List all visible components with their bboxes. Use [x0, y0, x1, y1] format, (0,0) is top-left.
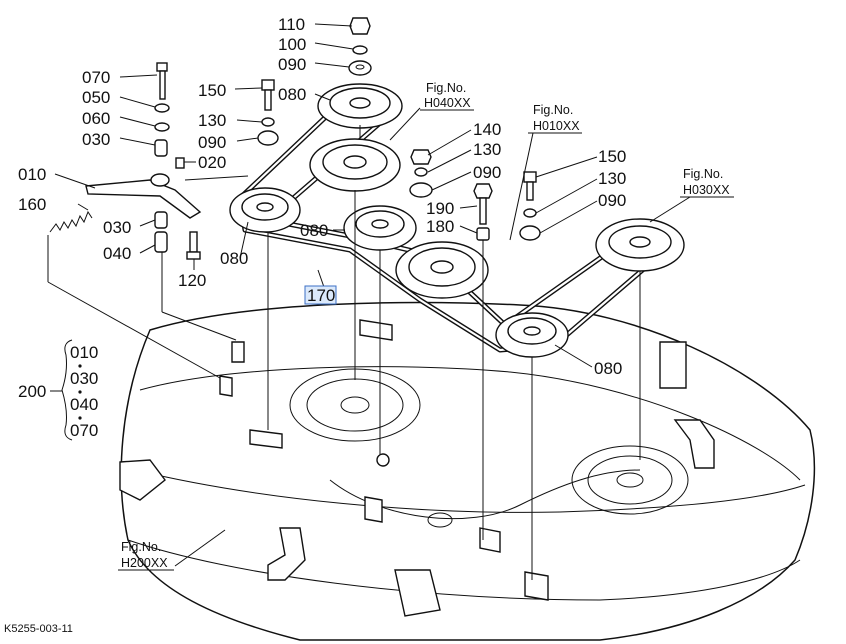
- pulley-h040: [309, 138, 401, 192]
- label-040-mid: 040: [103, 244, 131, 263]
- pulley-top-080: [317, 83, 403, 129]
- figure-references: Fig.No. H040XX Fig.No. H010XX Fig.No. H0…: [118, 81, 734, 571]
- fig-h030-caption: Fig.No.: [683, 167, 723, 181]
- kit-dot-3: [78, 416, 82, 420]
- pulley-right-080: [495, 312, 569, 358]
- fig-h040-code[interactable]: H040XX: [424, 96, 471, 110]
- label-130-mid: 130: [473, 140, 501, 159]
- label-190: 190: [426, 199, 454, 218]
- fig-h030-code[interactable]: H030XX: [683, 183, 730, 197]
- drawing-code: K5255-003-11: [4, 623, 73, 635]
- fig-h200-code[interactable]: H200XX: [121, 556, 168, 570]
- leader-lines: [47, 23, 691, 580]
- kit-item-040: 040: [70, 395, 98, 414]
- mower-deck: [119, 301, 816, 641]
- label-080-left: 080: [220, 249, 248, 268]
- label-050: 050: [82, 88, 110, 107]
- label-160: 160: [18, 195, 46, 214]
- label-030-top: 030: [82, 130, 110, 149]
- label-170-highlight: [304, 285, 337, 305]
- kit-item-030: 030: [70, 369, 98, 388]
- label-080-top: 080: [278, 85, 306, 104]
- label-110: 110: [278, 15, 305, 34]
- label-130-left: 130: [198, 111, 226, 130]
- label-060: 060: [82, 109, 110, 128]
- pulley-h030: [595, 218, 685, 272]
- kit-item-070: 070: [70, 421, 98, 440]
- fig-h010-caption: Fig.No.: [533, 103, 573, 117]
- label-150-left: 150: [198, 81, 226, 100]
- part-labels: 110 100 090 070 050 060 030 150 080 130 …: [18, 15, 626, 440]
- label-180: 180: [426, 217, 454, 236]
- label-200: 200: [18, 382, 46, 401]
- label-010: 010: [18, 165, 46, 184]
- pulley-left-080: [229, 187, 301, 233]
- label-090-mid: 090: [473, 163, 501, 182]
- label-020: 020: [198, 153, 226, 172]
- label-130-right: 130: [598, 169, 626, 188]
- fig-h040-caption: Fig.No.: [426, 81, 466, 95]
- label-030-mid: 030: [103, 218, 131, 237]
- kit-dot-1: [78, 364, 82, 368]
- label-080-center: 080: [300, 221, 328, 240]
- pulley-center-080: [343, 205, 417, 251]
- label-100: 100: [278, 35, 306, 54]
- label-070: 070: [82, 68, 110, 87]
- kit-dot-2: [78, 390, 82, 394]
- label-090-top: 090: [278, 55, 306, 74]
- label-090-left: 090: [198, 133, 226, 152]
- label-140: 140: [473, 120, 501, 139]
- label-080-right: 080: [594, 359, 622, 378]
- label-170: 170: [307, 286, 335, 305]
- label-150-right: 150: [598, 147, 626, 166]
- fig-h200-caption: Fig.No.: [121, 540, 161, 554]
- kit-item-010: 010: [70, 343, 98, 362]
- fig-h010-code[interactable]: H010XX: [533, 119, 580, 133]
- pulley-h010: [395, 241, 489, 299]
- hardware-parts: [49, 17, 541, 260]
- label-120: 120: [178, 271, 206, 290]
- label-090-right: 090: [598, 191, 626, 210]
